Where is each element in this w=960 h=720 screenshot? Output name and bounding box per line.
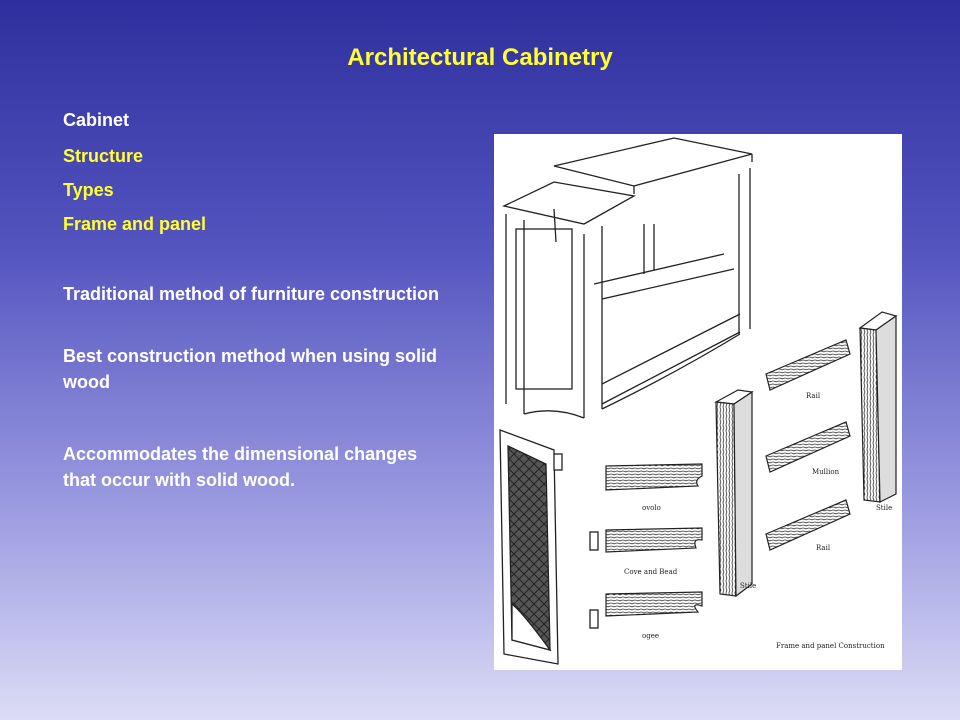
moulding-profiles [605,463,703,617]
item-best-construction: Best construction method when using soli… [63,346,438,392]
item-cabinet: Cabinet [63,110,130,130]
label-stile-right: Stile [876,504,892,512]
rails [765,339,851,551]
item-accommodates: Accommodates the dimensional changes tha… [63,444,418,490]
slide-title: Architectural Cabinetry [347,44,613,71]
cabinet-sketch [502,137,753,419]
label-ogee: ogee [642,632,659,640]
stile-left [714,389,754,598]
label-ovolo: ovolo [642,504,661,512]
item-structure: Structure [63,146,144,166]
label-mullion: Mullion [812,468,840,476]
item-frame-and-panel: Frame and panel [63,214,207,234]
figure-caption: Frame and panel Construction [776,642,885,650]
frame-and-panel-illustration: ovolo Cove and Bead ogee Stile Rail Mull… [494,134,902,670]
item-types: Types [63,180,114,200]
label-rail-bottom: Rail [816,544,831,552]
stile-right [858,311,898,503]
raised-panel-door [499,429,599,665]
item-traditional-method: Traditional method of furniture construc… [63,284,439,304]
label-cove-and-bead: Cove and Bead [624,568,678,576]
label-rail-top: Rail [806,392,821,400]
label-stile-left: Stile [740,582,756,590]
